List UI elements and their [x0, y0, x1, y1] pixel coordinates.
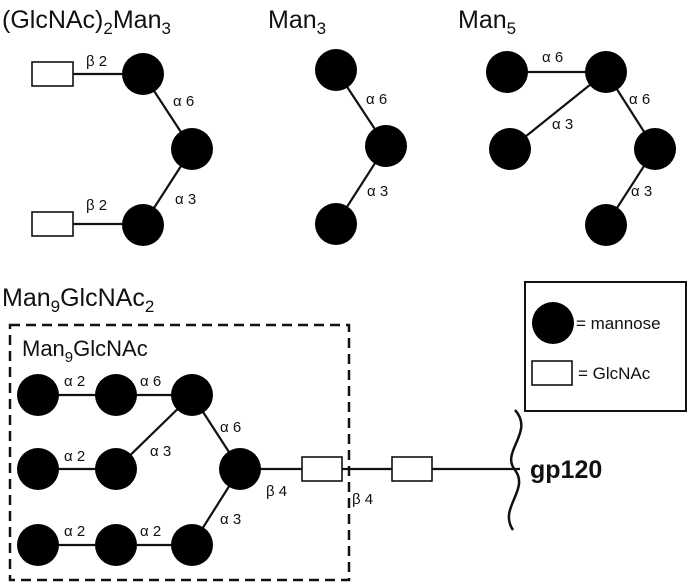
linkage-label: β 4 [266, 483, 287, 500]
title-man9glcnac2: Man9GlcNAc2 [2, 284, 154, 316]
legend: = mannose = GlcNAc [524, 281, 687, 412]
mannose-circle [489, 128, 531, 170]
glcnac-square [301, 456, 343, 482]
glcnac-square [31, 61, 74, 87]
mannose-circle [95, 524, 137, 566]
linkage-label: β 2 [86, 53, 107, 70]
legend-mannose-label: = mannose [576, 314, 661, 333]
mannose-circle [171, 128, 213, 170]
linkage-label: α 3 [631, 183, 652, 200]
mannose-circle [486, 51, 528, 93]
glcnac-square [391, 456, 433, 482]
legend-box [524, 281, 687, 412]
man9glcnac-dashed-box [8, 323, 351, 582]
linkage-label: α 6 [220, 419, 241, 436]
linkage-label: α 6 [140, 373, 161, 390]
mannose-legend-icon [532, 302, 574, 344]
title-man3: Man3 [268, 6, 326, 38]
linkage-label: α 6 [366, 91, 387, 108]
title-man9glcnac: Man9GlcNAc [22, 336, 148, 366]
linkage-label: α 6 [173, 93, 194, 110]
linkage-label: α 3 [150, 443, 171, 460]
linkage-label: α 3 [552, 116, 573, 133]
structure-glcnac2man3: (GlcNAc)2Man3 β 2 α 6 α 3 β 2 [2, 6, 213, 246]
mannose-circle [95, 374, 137, 416]
mannose-circle [585, 51, 627, 93]
mannose-circle [122, 53, 164, 95]
mannose-circle [95, 448, 137, 490]
linkage-label: β 4 [352, 491, 373, 508]
linkage-label: α 6 [629, 91, 650, 108]
mannose-circle [315, 49, 357, 91]
glcnac-legend-icon [531, 360, 573, 386]
linkage-label: α 2 [140, 523, 161, 540]
mannose-circle [171, 374, 213, 416]
mannose-circle [315, 203, 357, 245]
linkage-label: α 2 [64, 373, 85, 390]
mannose-circle [122, 204, 164, 246]
mannose-circle [365, 125, 407, 167]
mannose-circle [219, 448, 261, 490]
mannose-circle [585, 204, 627, 246]
linkage-label: α 3 [220, 511, 241, 528]
linkage-label: α 3 [175, 191, 196, 208]
title-man5: Man5 [458, 6, 516, 38]
linkage-label: α 2 [64, 448, 85, 465]
mannose-circle [634, 128, 676, 170]
protein-label: gp120 [530, 456, 602, 484]
mannose-circle [171, 524, 213, 566]
linkage-label: β 2 [86, 197, 107, 214]
linkage-label: α 3 [367, 183, 388, 200]
protein-backbone-wave [507, 409, 523, 531]
mannose-circle [17, 448, 59, 490]
mannose-circle [17, 374, 59, 416]
linkage-label: α 2 [64, 523, 85, 540]
structure-man9glcnac2: Man9GlcNAc2 Man9GlcNAc α 2 α 6 α 2 α 3 α… [2, 284, 520, 582]
title-glcnac2man3: (GlcNAc)2Man3 [2, 6, 171, 38]
structure-man3: Man3 α 6 α 3 [268, 6, 407, 245]
mannose-circle [17, 524, 59, 566]
glcnac-square [31, 211, 74, 237]
legend-glcnac-label: = GlcNAc [578, 364, 651, 383]
structure-man5: Man5 α 6 α 3 α 6 α 3 [458, 6, 676, 246]
linkage-label: α 6 [542, 49, 563, 66]
